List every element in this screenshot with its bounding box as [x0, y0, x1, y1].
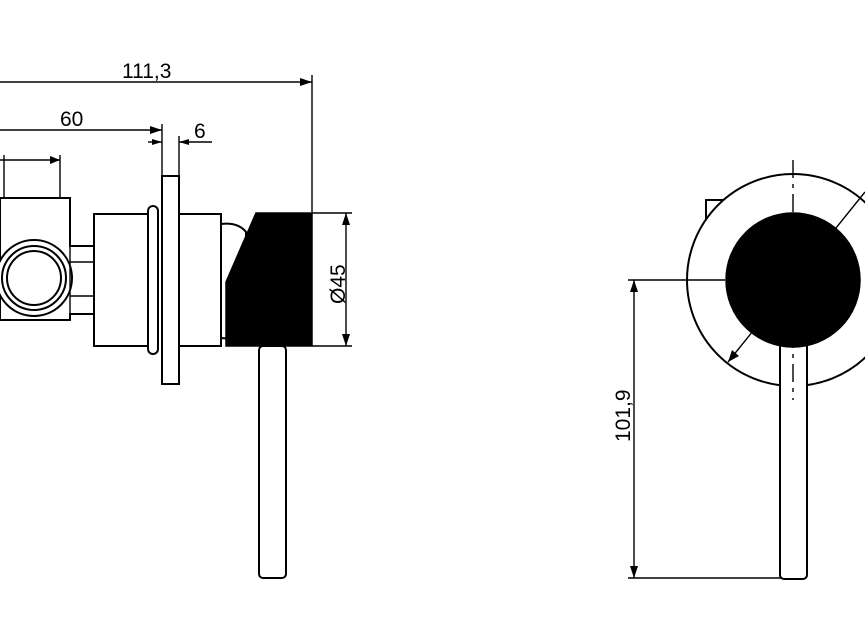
dim-plate-thickness-label: 6	[194, 120, 206, 143]
front-view: 101,9	[612, 160, 865, 580]
dim-overall-length: 111,3	[0, 60, 313, 212]
dim-handle-diameter-label: Ø45	[327, 264, 350, 304]
dim-inlet-spacing	[0, 155, 61, 198]
dim-plate-thickness: 6	[148, 120, 212, 176]
handle-lever	[258, 345, 287, 579]
valve-body	[0, 197, 95, 321]
dim-handle-diameter: Ø45	[312, 212, 352, 347]
side-view: 111,3 60 6	[0, 60, 352, 579]
sleeve-ring	[147, 205, 159, 355]
front-housing	[178, 213, 222, 347]
diameter-leader	[727, 191, 865, 363]
dim-body-length-label: 60	[60, 108, 83, 131]
dim-body-length: 60	[0, 108, 163, 176]
cartridge-housing	[93, 213, 151, 347]
dim-overall-length-label: 111,3	[122, 60, 171, 83]
wall-plate	[161, 175, 180, 385]
dim-height-label: 101,9	[612, 389, 635, 442]
dim-height: 101,9	[612, 279, 782, 579]
